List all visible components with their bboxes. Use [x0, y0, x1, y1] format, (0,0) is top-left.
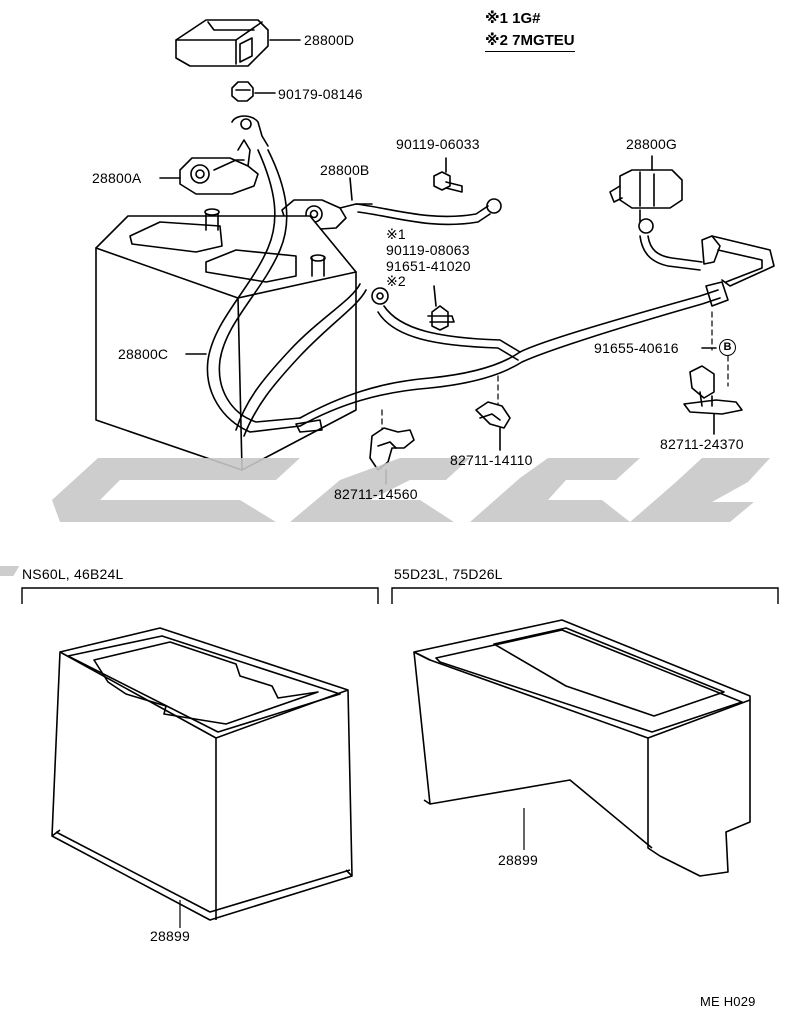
variant-right-title: 55D23L, 75D26L	[394, 566, 503, 582]
label-90119-06033: 90119-06033	[396, 136, 480, 152]
label-90179-08146: 90179-08146	[278, 86, 363, 102]
legend-text: 7MGTEU	[512, 32, 575, 49]
clamp-82711-14110	[475, 401, 511, 429]
harness-28800c	[206, 149, 729, 437]
clamp-82711-14560	[369, 427, 415, 471]
label-90119-08063: 90119-08063	[386, 242, 470, 258]
bolt-91651-41020	[427, 305, 455, 331]
label-91655-40616: 91655-40616	[594, 340, 679, 356]
label-28899-left: 28899	[150, 928, 190, 944]
tray-right	[413, 619, 751, 877]
label-82711-14110: 82711-14110	[450, 452, 533, 468]
cover-28800d	[175, 19, 269, 67]
leader-91651	[433, 285, 437, 307]
legend-mark: ※2	[485, 32, 508, 49]
label-note2: ※2	[386, 273, 406, 289]
label-82711-24370: 82711-24370	[660, 436, 744, 452]
label-28899-right: 28899	[498, 852, 538, 868]
label-28800b: 28800B	[320, 162, 370, 178]
clamp-82711-24370	[683, 365, 743, 415]
legend-item-2: ※2 7MGTEU	[485, 32, 575, 52]
tray-left	[51, 627, 353, 921]
legend-mark: ※1	[485, 10, 508, 27]
legend-item-1: ※1 1G#	[485, 10, 540, 28]
label-28800g: 28800G	[626, 136, 678, 152]
label-note1: ※1	[386, 226, 406, 242]
cable-28800b	[355, 203, 489, 218]
branch-note2	[383, 305, 521, 353]
label-28800c: 28800C	[118, 346, 169, 362]
legend-text: 1G#	[512, 10, 541, 27]
variant-left-title: NS60L, 46B24L	[22, 566, 124, 582]
battery	[95, 208, 357, 471]
sensor-28800g	[609, 169, 775, 287]
variant-brackets	[21, 587, 779, 604]
label-28800d: 28800D	[304, 32, 355, 48]
bolt-90119-06033	[433, 171, 463, 193]
terminal-28800a	[179, 115, 269, 195]
nut-90179	[231, 81, 254, 102]
label-82711-14560: 82711-14560	[334, 486, 418, 502]
guide-lines	[381, 311, 729, 433]
ref-b-circle: B	[719, 339, 736, 356]
leader-28800b	[349, 177, 353, 201]
label-91651-41020: 91651-41020	[386, 258, 471, 274]
label-28800a: 28800A	[92, 170, 142, 186]
watermark-logo	[0, 458, 770, 576]
drawing-code: ME H029	[700, 994, 756, 1009]
